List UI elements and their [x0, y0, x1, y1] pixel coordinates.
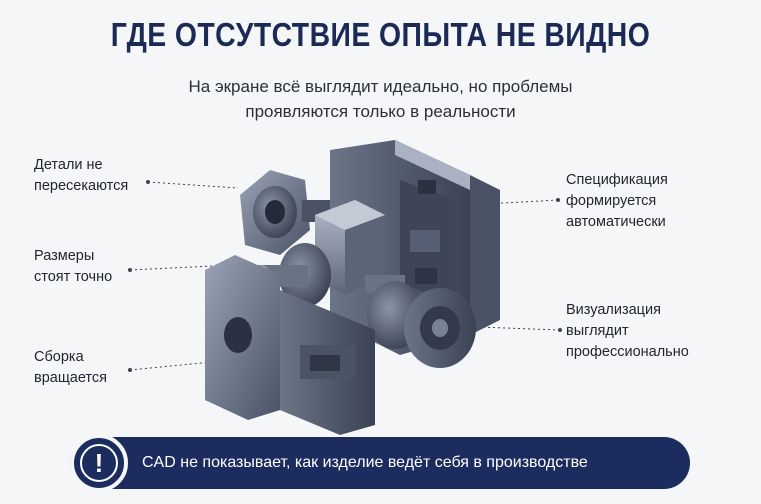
motor-coupling — [365, 275, 476, 368]
exclamation-icon-glyph: ! — [80, 444, 118, 482]
callout-visualization-professional: Визуализация выглядит профессионально — [566, 300, 689, 363]
leader-dots — [128, 180, 562, 372]
callout-line: Детали не — [34, 157, 103, 173]
callout-line: Визуализация — [566, 302, 661, 318]
callout-line: выглядит — [566, 323, 629, 339]
callout-line: вращается — [34, 370, 107, 386]
callout-line: профессионально — [566, 344, 689, 360]
exclamation-icon: ! — [70, 434, 128, 492]
callout-line: автоматически — [566, 214, 666, 230]
callout-dimensions-precise: Размеры стоят точно — [34, 246, 112, 288]
callout-line: Размеры — [34, 248, 95, 264]
subtitle-line: На экране всё выглядит идеально, но проб… — [188, 77, 573, 96]
callout-details-not-intersect: Детали не пересекаются — [34, 155, 128, 197]
page-subtitle: На экране всё выглядит идеально, но проб… — [0, 74, 761, 124]
bearing-flange — [240, 170, 330, 255]
callout-line: стоят точно — [34, 269, 113, 285]
page-title: ГДЕ ОТСУТСТВИЕ ОПЫТА НЕ ВИДНО — [110, 16, 651, 53]
callout-line: формируется — [566, 193, 657, 209]
callout-line: пересекаются — [34, 178, 129, 194]
base-plate — [205, 255, 375, 435]
callout-assembly-rotates: Сборка вращается — [34, 347, 107, 389]
banner-text: CAD не показывает, как изделие ведёт себ… — [142, 454, 588, 471]
subtitle-line: проявляются только в реальности — [245, 102, 516, 121]
callout-line: Сборка — [34, 349, 84, 365]
info-banner: ! CAD не показывает, как изделие ведёт с… — [70, 434, 690, 492]
callout-line: Спецификация — [566, 172, 668, 188]
callout-specification-auto: Спецификация формируется автоматически — [566, 170, 668, 233]
